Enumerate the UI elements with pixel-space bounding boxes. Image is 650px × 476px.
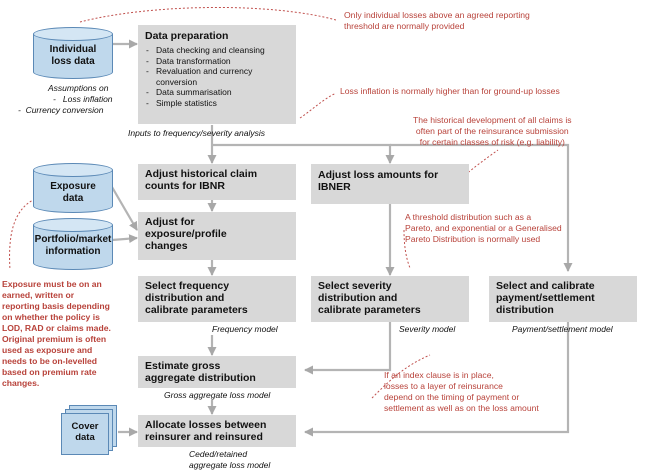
note-index-clause: If an index clause is in place, losses t…	[384, 370, 539, 413]
data-prep-item: Data summarisation	[145, 87, 289, 98]
note-threshold: Only individual losses above an agreed r…	[344, 10, 530, 31]
inputs-caption: Inputs to frequency/severity analysis	[128, 128, 266, 138]
note-curve-index	[371, 354, 431, 399]
estimate-gross-box: Estimate gross aggregate distribution	[138, 356, 296, 388]
adjust-exposure-box: Adjust for exposure/profile changes	[138, 212, 296, 260]
adjust-claim-counts-box: Adjust historical claim counts for IBNR	[138, 164, 296, 200]
note-historical: The historical development of all claims…	[413, 115, 572, 147]
note-curve-distribution	[403, 229, 411, 269]
note-exposure-basis: Exposure must be on an earned, written o…	[2, 279, 111, 388]
data-prep-item: Revaluation and currency conversion	[145, 66, 289, 87]
note-distribution: A threshold distribution such as a Paret…	[405, 212, 562, 244]
frequency-model-caption: Frequency model	[212, 324, 278, 334]
exposure-data-label: Exposure data	[50, 181, 96, 204]
select-frequency-box: Select frequency distribution and calibr…	[138, 276, 296, 322]
note-inflation: Loss inflation is normally higher than f…	[340, 86, 560, 96]
arrow-prep-to-loss	[212, 143, 395, 164]
adjust-loss-amounts-box: Adjust loss amounts for IBNER	[311, 164, 469, 204]
ceded-model-caption: Ceded/retained aggregate loss model	[189, 449, 271, 470]
exposure-data-cylinder: Exposure data	[33, 163, 113, 213]
note-curve-historical	[449, 149, 499, 189]
note-curve-inflation	[299, 92, 337, 119]
arrow-portfolio-to-box	[111, 234, 138, 244]
data-preparation-box: Data preparation Data checking and clean…	[138, 25, 296, 124]
individual-loss-data-label: Individual loss data	[49, 44, 97, 67]
note-curve-exposure	[9, 198, 36, 271]
assumptions-title: Assumptions on	[48, 83, 109, 93]
payment-model-caption: Payment/settlement model	[512, 324, 613, 334]
individual-loss-data-cylinder: Individual loss data	[33, 27, 113, 79]
arrow-exposuredata-to-box	[111, 186, 138, 231]
note-curve-threshold	[79, 6, 337, 23]
severity-model-caption: Severity model	[399, 324, 456, 334]
portfolio-market-label: Portfolio/market information	[34, 234, 112, 257]
data-prep-item: Simple statistics	[145, 98, 289, 109]
data-prep-item: Data transformation	[145, 56, 289, 67]
assumption-loss-inflation: - Loss inflation	[53, 94, 113, 104]
data-preparation-list: Data checking and cleansing Data transfo…	[145, 45, 289, 108]
cover-data-label: Cover data	[71, 421, 99, 443]
arrow-payment-to-allocate	[304, 322, 570, 437]
select-severity-box: Select severity distribution and calibra…	[311, 276, 469, 322]
data-prep-item: Data checking and cleansing	[145, 45, 289, 56]
gross-model-caption: Gross aggregate loss model	[164, 390, 271, 400]
portfolio-market-cylinder: Portfolio/market information	[33, 218, 113, 270]
cover-data-documents: Cover data	[60, 405, 122, 459]
allocate-losses-box: Allocate losses between reinsurer and re…	[138, 415, 296, 447]
select-payment-box: Select and calibrate payment/settlement …	[489, 276, 637, 322]
assumption-currency-conversion: - Currency conversion	[18, 105, 104, 115]
arrow-severity-to-gross	[304, 322, 392, 375]
data-preparation-title: Data preparation	[145, 30, 229, 42]
arrow-prep-to-payment	[390, 143, 573, 272]
